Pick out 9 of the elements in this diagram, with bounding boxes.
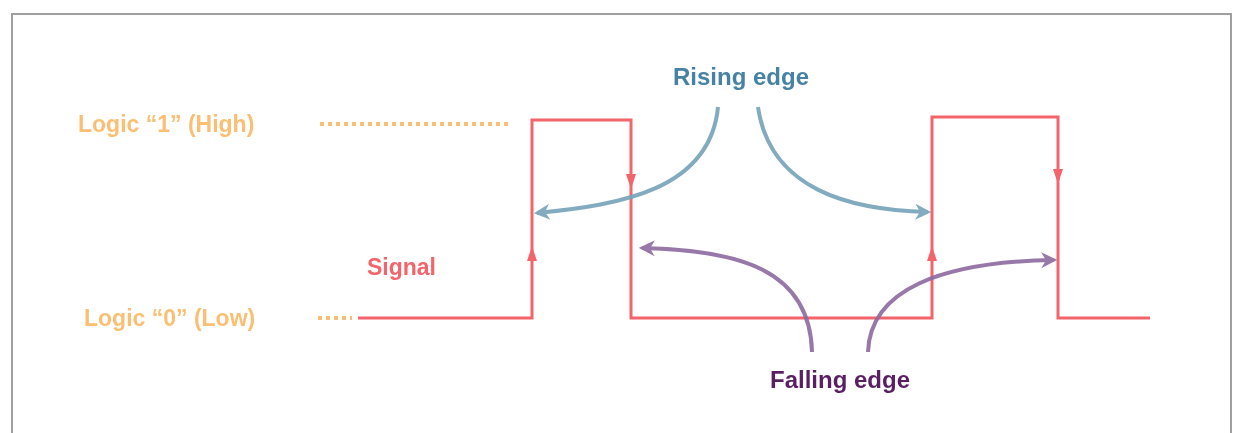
- leader-arrow: [866, 252, 1058, 353]
- logic-level-label: Logic “0” (Low): [84, 304, 256, 332]
- leader-arrow: [533, 106, 720, 220]
- leader-arrow: [756, 106, 932, 220]
- logic-level-label: Logic “1” (High): [78, 110, 255, 138]
- leader-arrow: [638, 240, 814, 353]
- edge-callout-label: Falling edge: [770, 366, 910, 394]
- signal-label: Signal: [367, 253, 436, 281]
- edge-callout-label: Rising edge: [673, 63, 810, 91]
